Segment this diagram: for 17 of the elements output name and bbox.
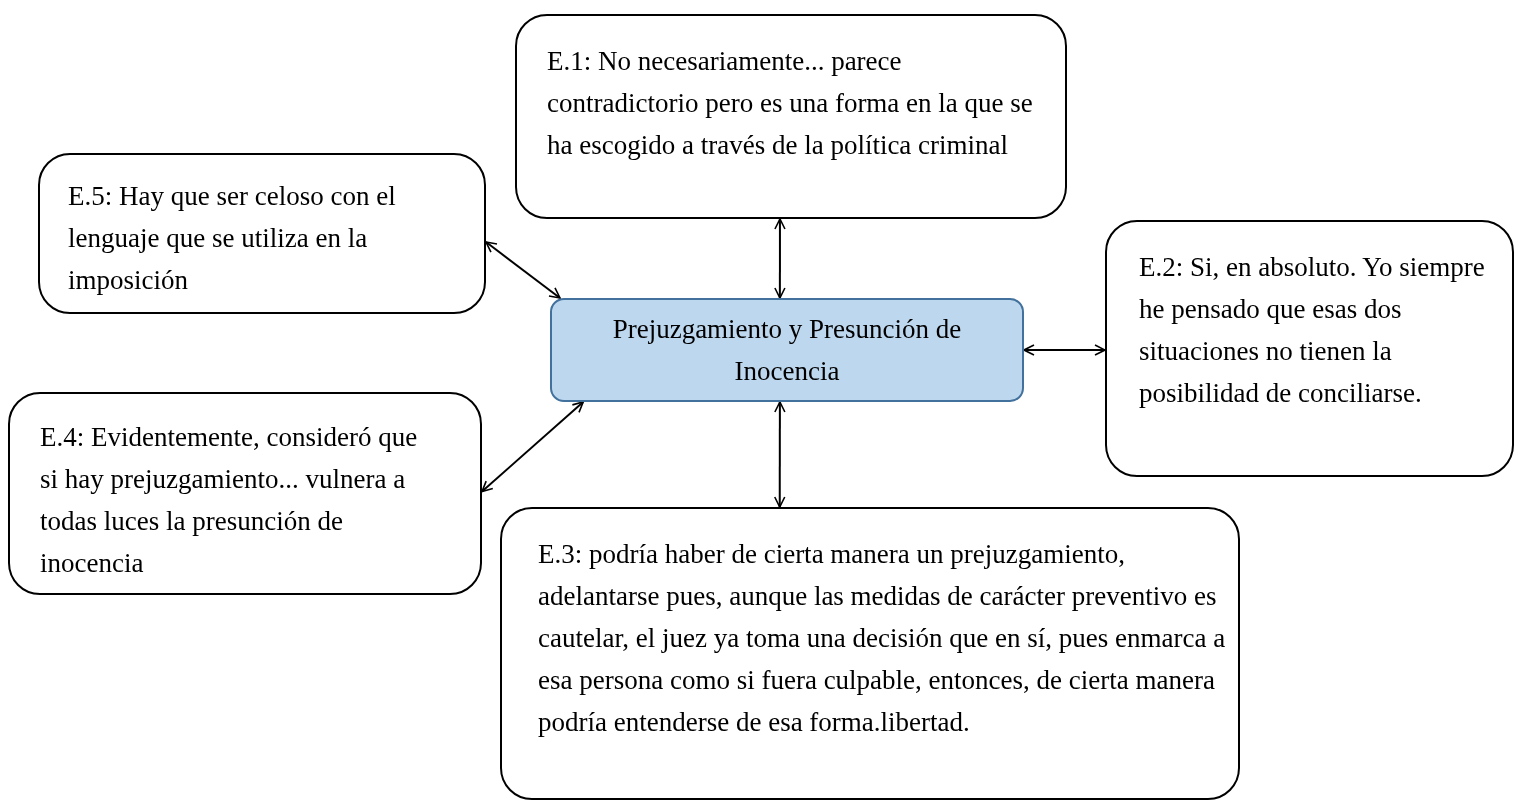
quote-text: E.2: Si, en absoluto. Yo siempre he pensado que esas dos situaciones no tienen la posibilidad de conciliarse.	[1139, 251, 1486, 410]
quote-box	[515, 14, 1067, 219]
double-arrow	[773, 401, 786, 508]
quote-box	[1105, 220, 1514, 477]
quote-text: E.3: podría haber de cierta manera un prejuzgamiento, adelantarse pues, aunque las medidas de carácter preventivo es cautelar, el juez ya toma una decisión que en sí, pues enmarca a esa persona como si fuera culpable, entonces, de cierta manera podría entenderse de esa forma.libertad.	[538, 538, 1227, 739]
topic-box	[550, 298, 1024, 402]
quote-box	[8, 392, 482, 595]
quote-text: E.1: No necesariamente... parece contradictorio pero es una forma en la que se ha escogido a través de la política criminal	[547, 45, 1034, 162]
double-arrow	[774, 218, 786, 299]
topic-title: Prejuzgamiento y Presunción de Inocencia	[611, 313, 963, 388]
double-arrow	[481, 401, 585, 493]
double-arrow	[1023, 344, 1106, 356]
quote-text: E.4: Evidentemente, consideró que si hay prejuzgamiento... vulnera a todas luces la presunción de inocencia	[40, 421, 419, 580]
quote-box	[500, 507, 1240, 800]
double-arrow	[485, 241, 561, 299]
quote-text: E.5: Hay que ser celoso con el lenguaje que se utiliza en la imposición	[68, 180, 397, 297]
quote-box	[38, 153, 486, 314]
